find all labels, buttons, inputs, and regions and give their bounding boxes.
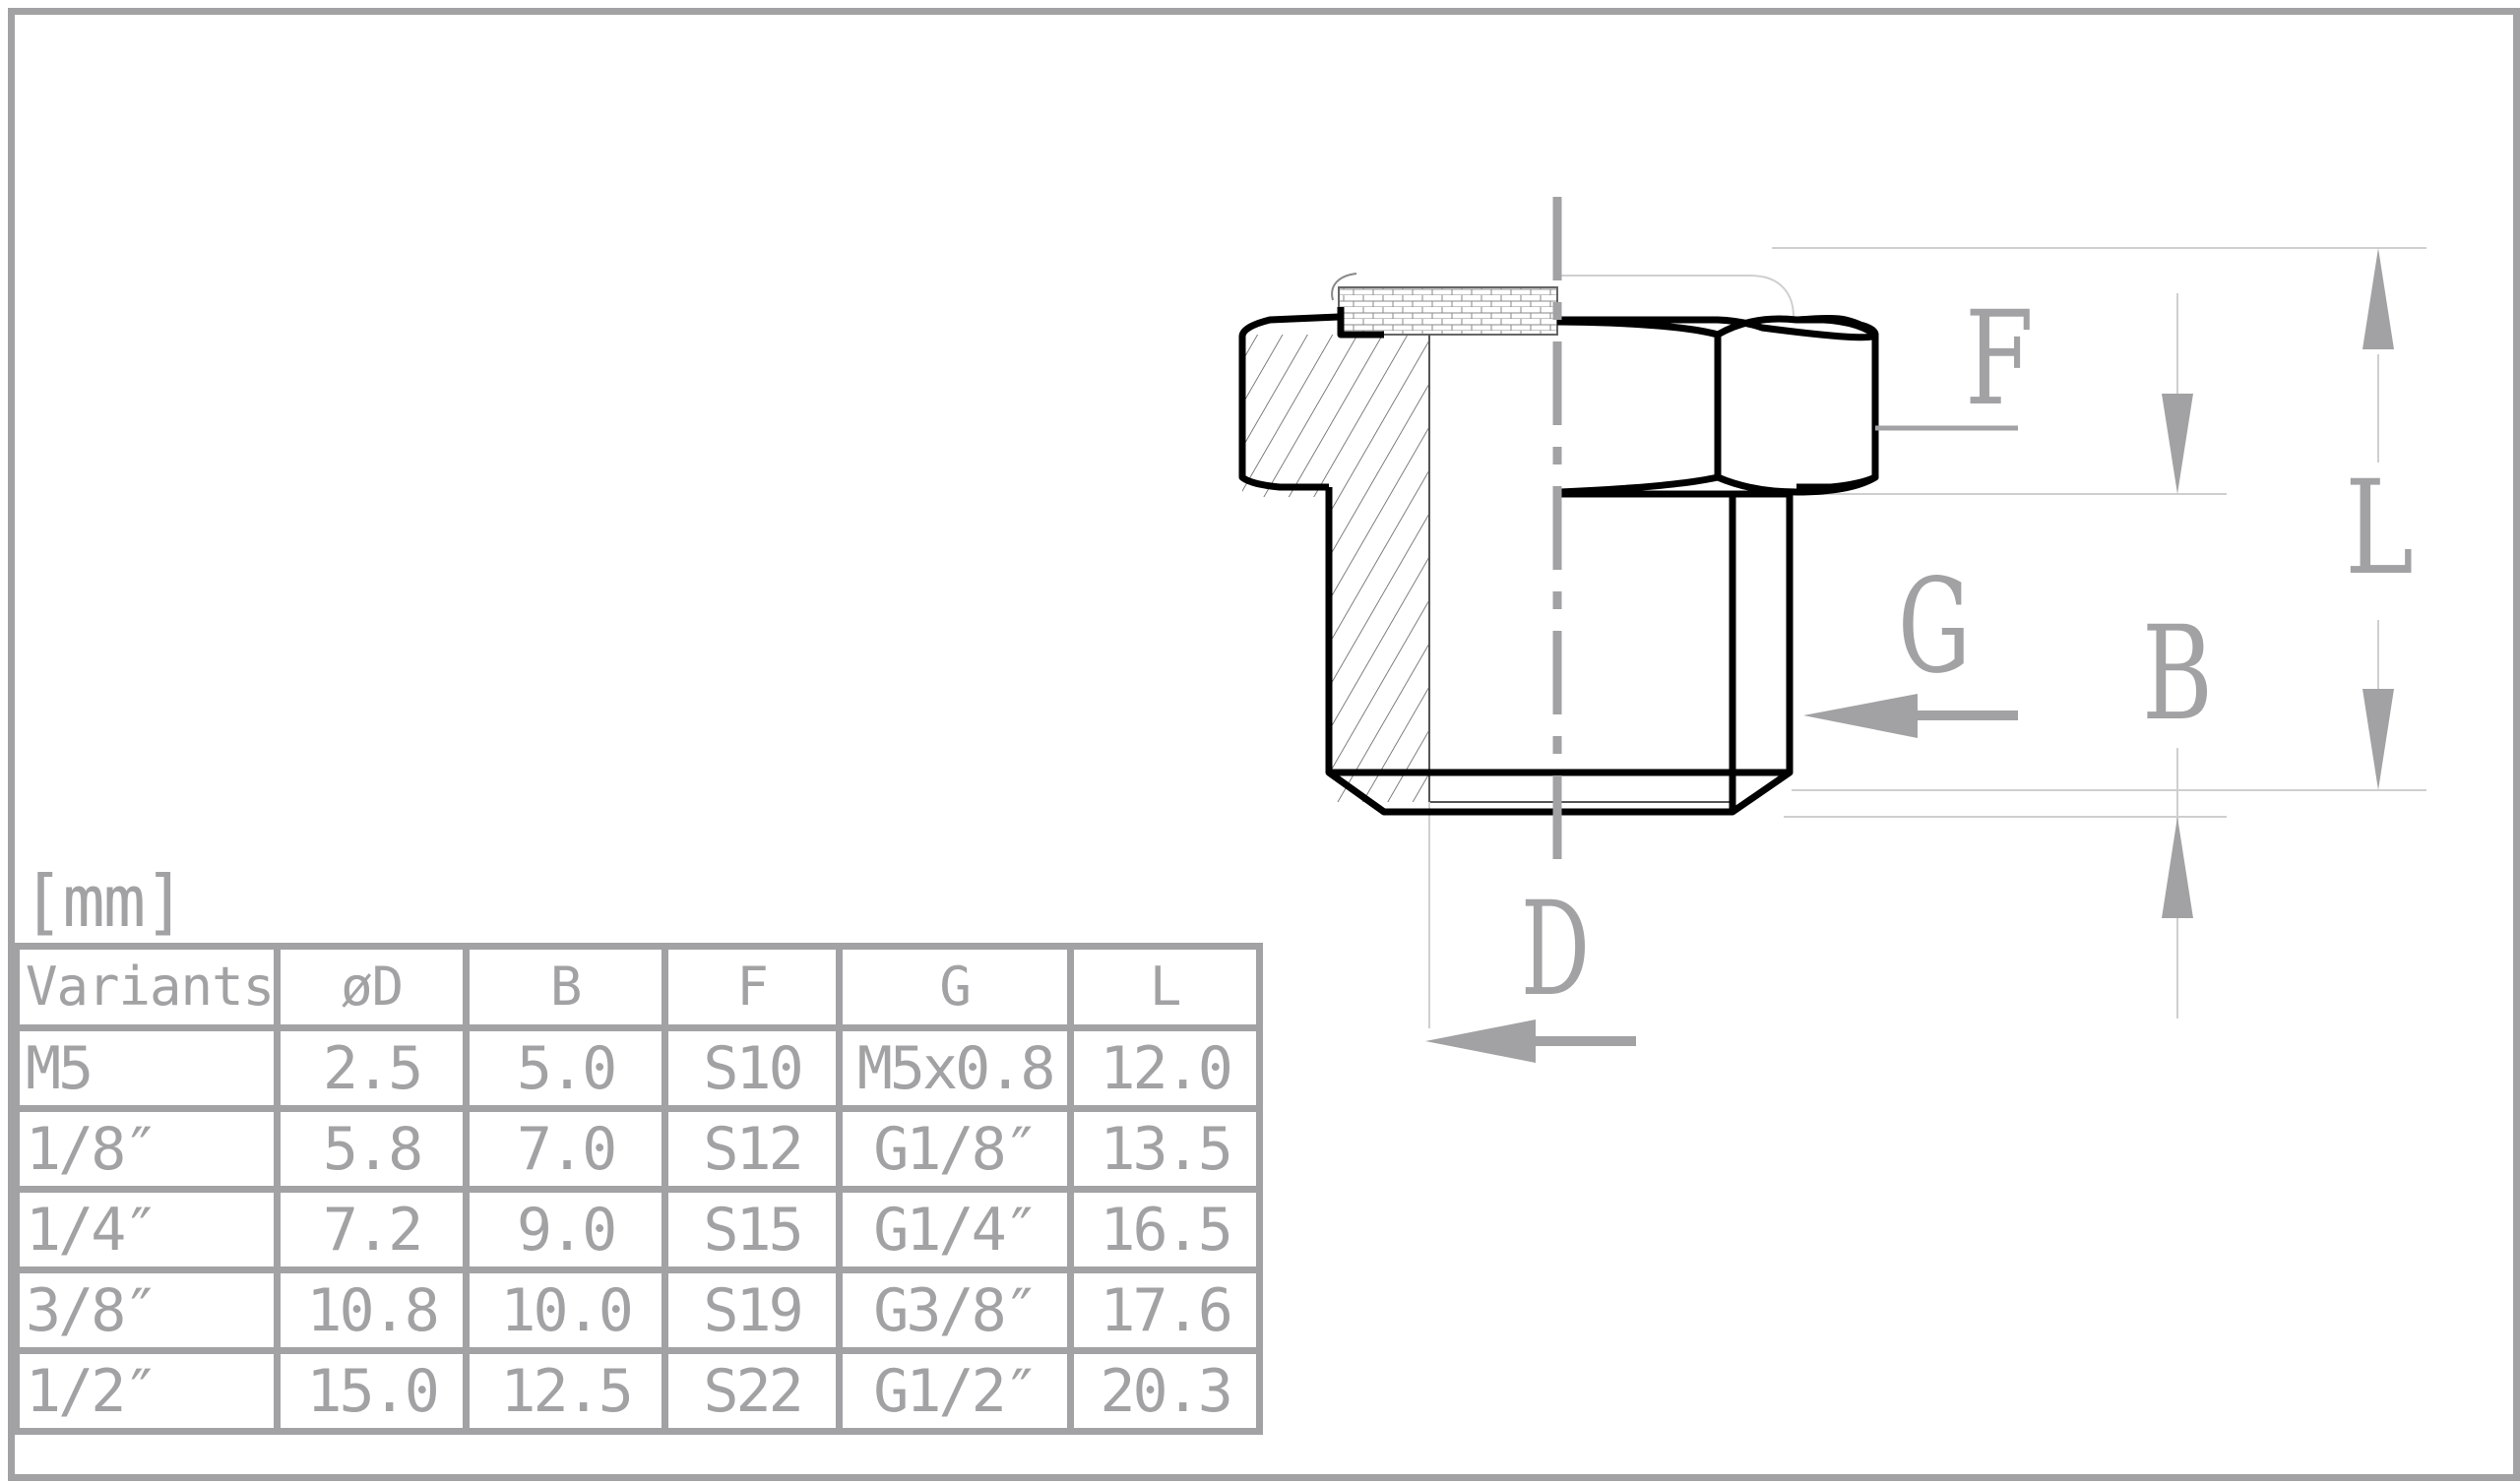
dim-l-label: L [2345, 453, 2414, 604]
dim-g-label: G [1898, 551, 1971, 703]
table-cell-f: S12 [662, 1105, 844, 1193]
table-header-row: Variants øD B F G L [12, 943, 1264, 1031]
table-cell-l: 17.6 [1067, 1267, 1264, 1354]
section-view [1242, 273, 1732, 803]
dim-f: F [1875, 283, 2034, 435]
column-header-f: F [662, 943, 844, 1031]
table-cell-f: S15 [662, 1186, 844, 1273]
drawing-frame [8, 8, 2520, 1481]
column-header-diameter: øD [274, 943, 471, 1031]
dim-g: G [1803, 551, 2018, 738]
dim-b-arrowhead-bottom [2162, 817, 2193, 918]
table-cell-variant: M5 [12, 1024, 282, 1112]
variant-dimension-table: Variants øD B F G L M5 2.5 5.0 S10 M5x0.… [12, 943, 1264, 1435]
seal-leader [1557, 275, 1795, 318]
table-cell-b: 9.0 [463, 1186, 669, 1273]
table-cell-g: M5x0.8 [836, 1024, 1075, 1112]
dim-d: D [1425, 874, 1636, 1063]
table-cell-l: 13.5 [1067, 1105, 1264, 1193]
table-cell-variant: 1/2″ [12, 1347, 282, 1435]
table-cell-diameter: 7.2 [274, 1186, 471, 1273]
table-cell-variant: 1/8″ [12, 1105, 282, 1193]
table-cell-b: 5.0 [463, 1024, 669, 1112]
table-cell-variant: 1/4″ [12, 1186, 282, 1273]
dim-b: B [2142, 394, 2213, 918]
seal-lip [1331, 273, 1357, 301]
hex-face-upper [1556, 318, 1722, 496]
dim-g-arrowhead [1803, 694, 1918, 738]
table-cell-b: 10.0 [463, 1267, 669, 1354]
hex-left-lip [1337, 307, 1384, 339]
dim-b-arrowhead-top [2162, 394, 2193, 494]
column-header-variants: Variants [12, 943, 282, 1031]
dim-d-arrowhead [1425, 1020, 1536, 1063]
dim-f-label: F [1965, 283, 2034, 435]
column-header-l: L [1067, 943, 1264, 1031]
dim-l-arrowhead-top [2362, 248, 2394, 349]
table-cell-diameter: 2.5 [274, 1024, 471, 1112]
unit-label: [mm] [22, 860, 186, 943]
table-cell-l: 12.0 [1067, 1024, 1264, 1112]
hex-right-face [1716, 315, 1879, 496]
table-cell-b: 7.0 [463, 1105, 669, 1193]
dim-b-label: B [2142, 598, 2213, 750]
table-row: 1/4″ 7.2 9.0 S15 G1/4″ 16.5 [12, 1186, 1264, 1273]
table-cell-diameter: 5.8 [274, 1105, 471, 1193]
table-cell-g: G1/2″ [836, 1347, 1075, 1435]
table-cell-g: G1/4″ [836, 1186, 1075, 1273]
table-row: 1/8″ 5.8 7.0 S12 G1/8″ 13.5 [12, 1105, 1264, 1193]
table-cell-f: S10 [662, 1024, 844, 1112]
dim-l: L [2345, 248, 2414, 790]
table-row: 1/2″ 15.0 12.5 S22 G1/2″ 20.3 [12, 1347, 1264, 1435]
column-header-g: G [836, 943, 1075, 1031]
hex-left-profile [1238, 313, 1340, 491]
table-row: M5 2.5 5.0 S10 M5x0.8 12.0 [12, 1024, 1264, 1112]
section-hatch-fill [1242, 335, 1429, 802]
dim-l-arrowhead-bottom [2362, 689, 2394, 790]
table-cell-l: 16.5 [1067, 1186, 1264, 1273]
table-cell-b: 12.5 [463, 1347, 669, 1435]
seal-ring [1338, 286, 1558, 336]
table-cell-diameter: 10.8 [274, 1267, 471, 1354]
table-cell-f: S22 [662, 1347, 844, 1435]
table-cell-g: G3/8″ [836, 1267, 1075, 1354]
table-cell-f: S19 [662, 1267, 844, 1354]
column-header-b: B [463, 943, 669, 1031]
table-cell-g: G1/8″ [836, 1105, 1075, 1193]
table-cell-variant: 3/8″ [12, 1267, 282, 1354]
dim-d-label: D [1521, 874, 1590, 1025]
table-cell-diameter: 15.0 [274, 1347, 471, 1435]
table-row: 3/8″ 10.8 10.0 S19 G3/8″ 17.6 [12, 1267, 1264, 1354]
table-cell-l: 20.3 [1067, 1347, 1264, 1435]
